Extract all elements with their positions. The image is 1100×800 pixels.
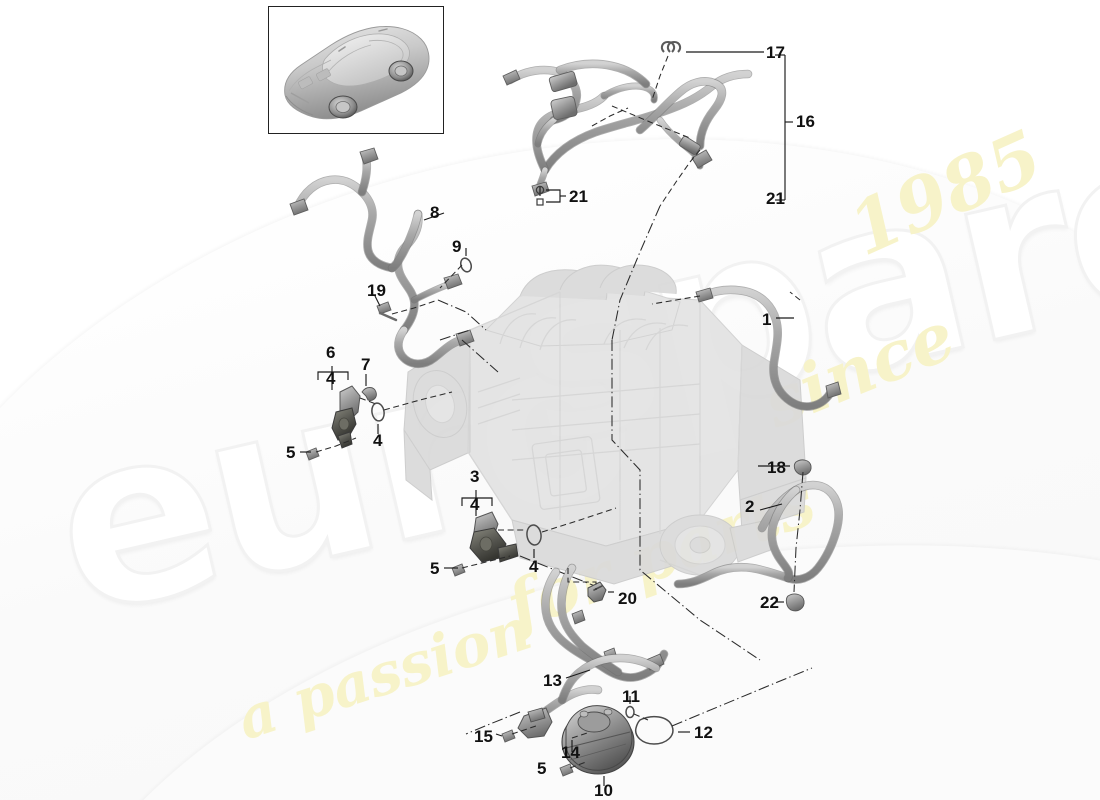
callout-label-22[interactable]: 22	[760, 593, 779, 612]
callout-label-11[interactable]: 11	[622, 687, 640, 706]
callout-label-8[interactable]: 8	[430, 203, 440, 222]
callout-leaders-pump	[465, 667, 813, 786]
callout-label-20[interactable]: 20	[618, 589, 637, 608]
callout-label-5a[interactable]: 5	[430, 559, 440, 578]
callout-label-4d[interactable]: 4	[373, 431, 383, 450]
callout-label-12[interactable]: 12	[694, 723, 713, 742]
callout-label-21a[interactable]: 21	[569, 187, 588, 206]
callout-label-13[interactable]: 13	[543, 671, 562, 690]
callout-label-2[interactable]: 2	[745, 497, 755, 516]
callout-label-6[interactable]: 6	[326, 343, 336, 362]
callout-label-19[interactable]: 19	[367, 281, 386, 300]
callout-label-1[interactable]: 1	[762, 310, 772, 329]
part-8-coolant-hose	[289, 147, 475, 369]
callout-label-14[interactable]: 14	[561, 743, 580, 762]
callout-label-10[interactable]: 10	[594, 781, 613, 800]
callout-label-7[interactable]: 7	[361, 355, 371, 374]
callout-label-21b[interactable]: 21	[766, 189, 785, 208]
part-16-vacuum-line-assembly	[502, 40, 753, 197]
callout-label-5b[interactable]: 5	[286, 443, 296, 462]
callout-label-16[interactable]: 16	[796, 112, 815, 131]
callout-label-18[interactable]: 18	[767, 458, 786, 477]
engine-ghost-illustration	[403, 264, 807, 585]
callout-label-9[interactable]: 9	[452, 237, 462, 256]
callout-label-4c[interactable]: 4	[326, 369, 336, 388]
callout-label-5c[interactable]: 5	[537, 759, 547, 778]
callout-label-17[interactable]: 17	[766, 43, 785, 62]
vehicle-thumbnail-box	[268, 6, 444, 134]
porsche-911-turbo-icon	[284, 26, 430, 120]
callout-label-15[interactable]: 15	[474, 727, 493, 746]
callout-label-4a[interactable]: 4	[470, 495, 480, 514]
callout-label-3[interactable]: 3	[470, 467, 480, 486]
callout-label-4b[interactable]: 4	[529, 557, 539, 576]
